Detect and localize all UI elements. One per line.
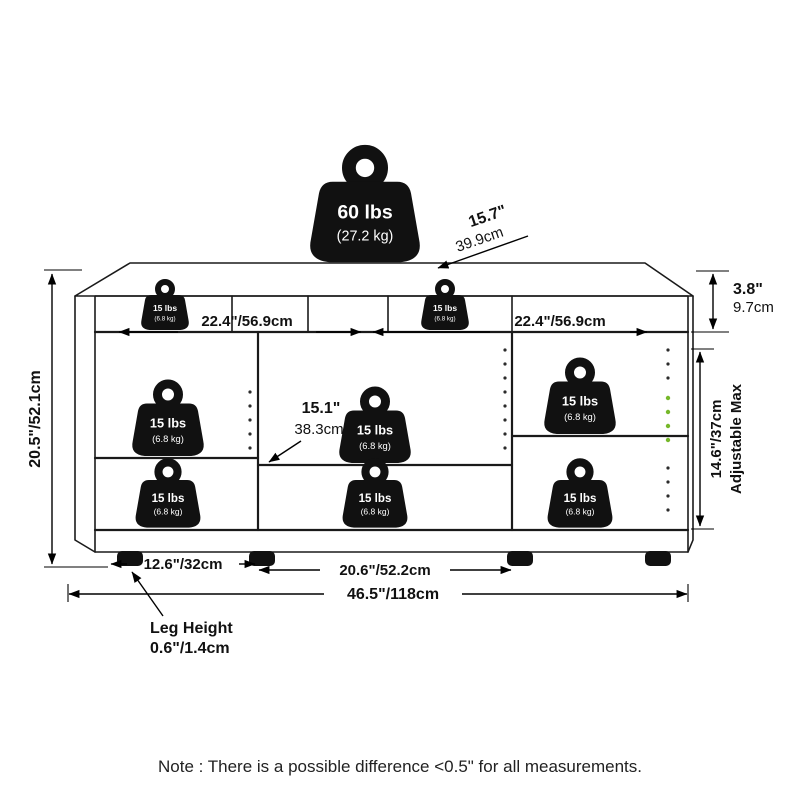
leg-foot (117, 551, 143, 566)
top-row-height-inches: 3.8" (733, 281, 763, 298)
weight-sublabel: (6.8 kg) (359, 441, 391, 451)
measurement-note: Note : There is a possible difference <0… (158, 757, 642, 776)
weight-label: 15 lbs (152, 493, 185, 505)
center-width-leader (268, 440, 302, 463)
weight-15lbs-icon: 15 lbs (6.8 kg) (544, 357, 616, 434)
weight-sublabel: (6.8 kg) (154, 316, 175, 323)
weight-label: 15 lbs (150, 416, 186, 431)
weight-60lbs-icon: 60 lbs (27.2 kg) (310, 144, 420, 263)
cabinet-front-face (94, 295, 689, 553)
weight-15lbs-icon: 15 lbs (6.8 kg) (342, 458, 408, 528)
weight-sublabel: (6.8 kg) (564, 412, 596, 422)
weight-sublabel: (6.8 kg) (434, 316, 455, 323)
overall-height-dimension: 20.5"/52.1cm (27, 370, 44, 467)
weight-label: 15 lbs (357, 423, 393, 438)
top-depth-leader (437, 235, 529, 269)
adjustable-max-label: Adjustable Max (728, 383, 745, 494)
overall-width-dimension: 46.5"/118cm (347, 586, 439, 603)
leg-height-value: 0.6"/1.4cm (150, 640, 230, 657)
adjustable-pin-holes (665, 395, 671, 443)
weight-label: 15 lbs (564, 493, 597, 505)
leg-foot (645, 551, 671, 566)
weight-label: 60 lbs (337, 202, 393, 224)
leg-height-label: Leg Height (150, 620, 233, 637)
weight-15lbs-icon: 15 lbs (6.8 kg) (135, 458, 201, 528)
weight-sublabel: (6.8 kg) (566, 507, 595, 517)
top-row-height-cm: 9.7cm (733, 299, 774, 316)
top-depth-inches: 15.7" (466, 202, 508, 231)
leg-foot (507, 551, 533, 566)
weight-15lbs-icon: 15 lbs (6.8 kg) (339, 386, 411, 463)
weight-15lbs-icon: 15 lbs (6.8 kg) (132, 379, 204, 456)
bottom-left-dimension: 12.6"/32cm (144, 556, 223, 573)
leg-height-leader (131, 571, 164, 617)
weight-label: 15 lbs (562, 394, 598, 409)
weight-15lbs-icon: 15 lbs (6.8 kg) (421, 279, 469, 330)
top-depth-cm: 39.9cm (454, 224, 506, 256)
weight-15lbs-icon: 15 lbs (6.8 kg) (547, 458, 613, 528)
center-width-cm: 38.3cm (294, 421, 343, 438)
cubby-right-dimension: 22.4"/56.9cm (514, 313, 605, 330)
cabinet-right-side (687, 295, 694, 553)
weight-sublabel: (27.2 kg) (337, 228, 394, 244)
weight-label: 15 lbs (153, 303, 177, 313)
center-width-inches: 15.1" (302, 400, 341, 417)
weight-15lbs-icon: 15 lbs (6.8 kg) (141, 279, 189, 330)
weight-label: 15 lbs (433, 303, 457, 313)
shelf-pin-holes (248, 348, 670, 512)
weight-sublabel: (6.8 kg) (152, 434, 184, 444)
weight-label: 15 lbs (359, 493, 392, 505)
bottom-center-dimension: 20.6"/52.2cm (339, 562, 430, 579)
adjustable-height-dimension: 14.6"/37cm (708, 400, 725, 479)
cubby-left-dimension: 22.4"/56.9cm (201, 313, 292, 330)
dimension-lines (44, 235, 729, 617)
cabinet-left-side (74, 295, 96, 553)
weight-sublabel: (6.8 kg) (361, 507, 390, 517)
weight-sublabel: (6.8 kg) (154, 507, 183, 517)
